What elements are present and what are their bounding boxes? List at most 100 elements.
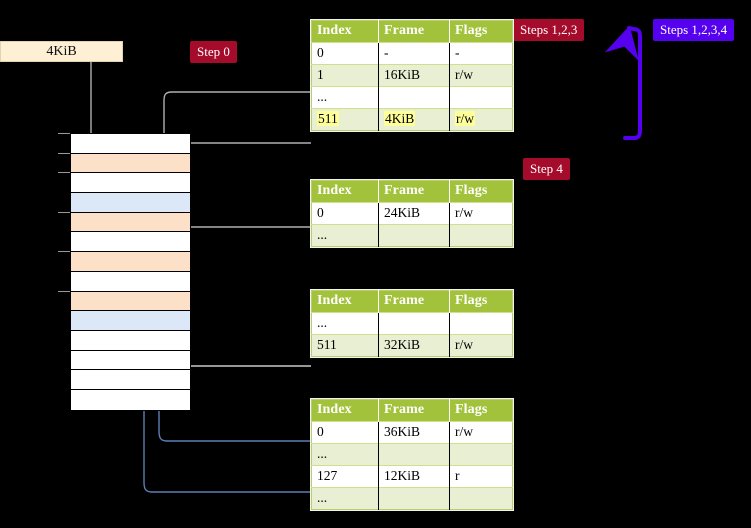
column-header-flags: Flags: [449, 290, 513, 313]
memory-frame-row: [71, 193, 190, 213]
memory-grid-tick: [58, 211, 71, 213]
table-cell-frame: 16KiB: [378, 64, 450, 87]
table-cell-frame: [378, 487, 450, 510]
column-header-frame: Frame: [378, 290, 450, 313]
wire-steps-bracket: [604, 25, 642, 140]
memory-grid-tick: [58, 290, 71, 292]
column-header-index: Index: [311, 399, 379, 422]
table-cell-frame: [378, 86, 450, 109]
table-row[interactable]: ...: [311, 487, 513, 510]
column-header-frame: Frame: [378, 180, 450, 203]
memory-frame-label-text: 4KiB: [46, 44, 77, 59]
highlighted-value: 511: [317, 111, 339, 126]
wire-table1-row0-to-grid: [179, 226, 311, 258]
column-header-index: Index: [311, 20, 379, 43]
table-row[interactable]: ...: [311, 224, 513, 247]
highlighted-value: r/w: [455, 111, 475, 126]
memory-frame-row: [71, 370, 190, 390]
table-cell-index: ...: [311, 224, 379, 247]
table-cell-index: ...: [311, 487, 379, 510]
table-cell-frame: [378, 312, 450, 335]
column-header-index: Index: [311, 180, 379, 203]
table-row[interactable]: ...: [311, 86, 513, 109]
table-cell-frame: [378, 443, 450, 466]
table-cell-flags: r: [449, 465, 513, 488]
table-cell-flags: r/w: [449, 334, 513, 357]
wire-grid-to-table2-row511: [170, 316, 311, 367]
memory-frame-row: [71, 271, 190, 292]
memory-frame-row: [71, 350, 190, 371]
table-row[interactable]: 0--: [311, 42, 513, 65]
column-header-index: Index: [311, 290, 379, 313]
memory-frame-row: [71, 252, 190, 272]
column-header-flags: Flags: [449, 180, 513, 203]
memory-frame-row: [71, 389, 190, 410]
table-cell-flags: r/w: [449, 64, 513, 87]
table-cell-index: 0: [311, 421, 379, 444]
table-cell-flags: -: [449, 42, 513, 65]
table-cell-flags: [449, 224, 513, 247]
table-cell-flags: r/w: [449, 421, 513, 444]
column-header-frame: Frame: [378, 20, 450, 43]
table-cell-index: 0: [311, 42, 379, 65]
table-cell-index: 0: [311, 202, 379, 225]
memory-frame-row: [71, 212, 190, 233]
table-cell-index: 1: [311, 64, 379, 87]
table-cell-index: ...: [311, 443, 379, 466]
table-cell-flags: [449, 443, 513, 466]
wire-table0-row511-to-grid: [179, 142, 311, 178]
memory-frame-row: [71, 232, 190, 253]
table-row[interactable]: 511 4KiB r/w: [311, 108, 513, 131]
table-cell-index: 127: [311, 465, 379, 488]
column-header-flags: Flags: [449, 20, 513, 43]
memory-frame-label-4kib: 4KiB: [0, 41, 123, 62]
memory-frame-row: [71, 330, 190, 351]
table-cell-flags: r/w: [449, 108, 513, 131]
table-cell-frame: [378, 224, 450, 247]
memory-frame-row: [71, 291, 190, 312]
table-cell-frame: 4KiB: [378, 108, 450, 131]
table-cell-frame: 32KiB: [378, 334, 450, 357]
table-cell-flags: r/w: [449, 202, 513, 225]
table-cell-index: ...: [311, 312, 379, 335]
memory-grid-tick: [58, 133, 71, 134]
table-cell-frame: -: [378, 42, 450, 65]
table-cell-frame: 36KiB: [378, 421, 450, 444]
physical-memory-grid: [70, 133, 191, 411]
table-cell-index: ...: [311, 86, 379, 109]
memory-frame-row: [71, 311, 190, 331]
column-header-flags: Flags: [449, 399, 513, 422]
table-cell-frame: 24KiB: [378, 202, 450, 225]
step-4-badge: Step 4: [523, 158, 570, 180]
table-cell-index: 511: [311, 334, 379, 357]
table-row[interactable]: ...: [311, 312, 513, 335]
memory-grid-tick: [58, 251, 71, 253]
table-cell-flags: [449, 487, 513, 510]
table-cell-frame: 12KiB: [378, 465, 450, 488]
table-cell-flags: [449, 312, 513, 335]
memory-frame-row: [71, 134, 190, 154]
steps-123-badge: Steps 1,2,3: [513, 19, 585, 41]
memory-frame-row: [71, 173, 190, 194]
steps-1234-badge: Steps 1,2,3,4: [653, 19, 735, 41]
highlighted-value: 4KiB: [384, 111, 416, 126]
memory-grid-tick: [58, 152, 71, 154]
table-row[interactable]: ...: [311, 443, 513, 466]
table-cell-flags: [449, 86, 513, 109]
column-header-frame: Frame: [378, 399, 450, 422]
memory-frame-row: [71, 153, 190, 174]
